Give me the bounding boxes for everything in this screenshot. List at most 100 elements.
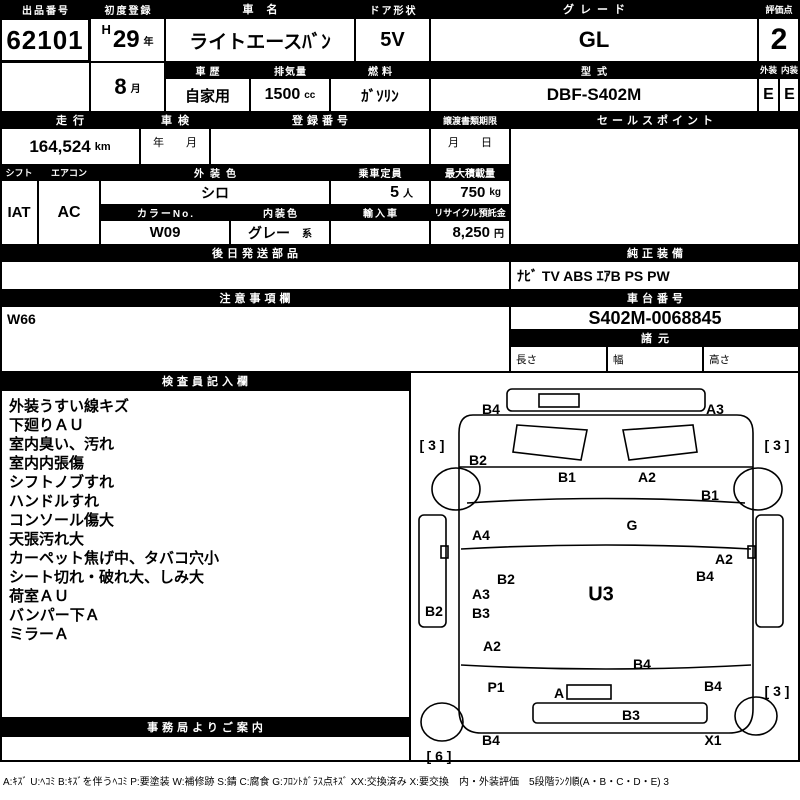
damage-code-label: B3 (472, 605, 490, 621)
inspector-note: カーペット焦げ中、タバコ穴小 (9, 550, 220, 567)
damage-code-label: B1 (701, 487, 719, 503)
caution-value: W66 (0, 306, 510, 372)
mileage-number: 164,524 (29, 136, 91, 156)
first-reg-year: H 29 年 (90, 18, 165, 62)
reg-no-value (210, 128, 430, 165)
recycle-deposit-number: 8,250 (452, 224, 490, 241)
later-parts-value (0, 261, 510, 290)
damage-code-label: A4 (472, 527, 490, 543)
sales-point-header: セールスポイント (510, 112, 800, 128)
exterior-score-value: E (758, 78, 779, 112)
history-header: 車歴 (165, 62, 250, 78)
dimension-height-cell: 高さ (703, 346, 800, 372)
damage-code-label: A3 (706, 401, 724, 417)
damage-code-label: [ 3 ] (764, 437, 790, 453)
chassis-no-header: 車台番号 (510, 290, 800, 306)
recycle-deposit-unit: 円 (494, 229, 504, 240)
color-no-header: カラーNo. (100, 205, 230, 220)
model-code-header: 型式 (430, 62, 758, 78)
car-diagram-svg (418, 388, 784, 742)
inspector-note: 室内臭い、汚れ (9, 436, 115, 453)
damage-code-label: A2 (483, 638, 501, 654)
transfer-deadline-header: 譲渡書類期限 (430, 112, 510, 128)
damage-code-label: A2 (638, 469, 656, 485)
later-parts-header: 後日発送部品 (0, 245, 510, 261)
first-reg-header: 初度登録 (90, 0, 165, 18)
capacity-value: 5 人 (330, 180, 430, 205)
interior-score-value: E (779, 78, 800, 112)
caution-header: 注意事項欄 (0, 290, 510, 306)
damage-code-label: B1 (558, 469, 576, 485)
month-unit: 月 (130, 83, 141, 95)
inspection-header: 車検 (140, 112, 210, 128)
exterior-score-header: 外装 (758, 62, 779, 78)
exterior-color-header: 外装色 (100, 165, 330, 180)
era-letter: H (101, 22, 111, 37)
office-info-blank (0, 736, 410, 762)
capacity-number: 5 (390, 183, 399, 201)
displacement-number: 1500 (264, 86, 301, 103)
displacement-header: 排気量 (250, 62, 330, 78)
auction-no-header: 出品番号 (0, 0, 90, 18)
max-load-header: 最大積載量 (430, 165, 510, 180)
recycle-deposit-value: 8,250 円 (430, 220, 510, 245)
damage-code-label: B4 (482, 401, 500, 417)
transfer-deadline-value: 月 日 (430, 128, 510, 165)
damage-code-label: A (553, 685, 565, 701)
reg-no-header: 登録番号 (210, 112, 430, 128)
damage-code-label: B2 (497, 571, 515, 587)
damage-code-label: B3 (622, 707, 640, 723)
damage-code-label: B4 (482, 732, 500, 748)
capacity-header: 乗車定員 (330, 165, 430, 180)
max-load-value: 750 kg (430, 180, 510, 205)
reg-month: 8 (114, 74, 127, 99)
history-value: 自家用 (165, 78, 250, 112)
max-load-unit: kg (489, 187, 501, 198)
dimension-width-cell: 幅 (607, 346, 703, 372)
inspector-note: ハンドルすれ (9, 493, 100, 510)
empty-cell (0, 62, 90, 112)
damage-code-label: B4 (704, 678, 722, 694)
auction-no-value: 62101 (0, 18, 90, 62)
interior-color-value: グレー 系 (230, 220, 330, 245)
year-unit: 年 (143, 36, 154, 48)
dimensions-header: 諸元 (510, 330, 800, 346)
office-info-header: 事務局よりご案内 (0, 718, 410, 736)
car-name-value: ライトエースﾊﾞﾝ (165, 18, 355, 62)
inspector-header: 検査員記入欄 (0, 372, 410, 390)
car-name-header: 車名 (165, 0, 355, 18)
score-header: 評価点 (758, 0, 800, 18)
door-shape-header: ドア形状 (355, 0, 430, 18)
damage-code-label: B4 (696, 568, 714, 584)
inspector-note: 室内内張傷 (9, 455, 85, 472)
inspector-note: ミラーＡ (9, 626, 70, 643)
color-no-value: W09 (100, 220, 230, 245)
chassis-no-value: S402M-0068845 (510, 306, 800, 330)
inspector-note: コンソール傷大 (9, 512, 115, 529)
grade-header: グレード (430, 0, 758, 18)
damage-code-label: U3 (588, 583, 614, 606)
damage-code-label: B2 (425, 603, 443, 619)
max-load-number: 750 (460, 184, 486, 201)
fuel-header: 燃料 (330, 62, 430, 78)
car-outline (418, 388, 784, 742)
damage-code-label: B2 (469, 452, 487, 468)
mileage-unit: km (94, 140, 111, 153)
aircon-header: エアコン (38, 165, 100, 180)
shift-header: シフト (0, 165, 38, 180)
legend-text: A:ｷｽﾞ U:ﾍｺﾐ B:ｷｽﾞを伴うﾍｺﾐ P:要塗装 W:補修跡 S:錆 … (3, 777, 669, 788)
damage-code-label: [ 3 ] (764, 683, 790, 699)
inspection-value: 年 月 (140, 128, 210, 165)
interior-color-header: 内装色 (230, 205, 330, 220)
damage-code-label: X1 (704, 732, 722, 748)
damage-code-label: A3 (472, 586, 490, 602)
interior-color-suffix: 系 (302, 229, 312, 240)
door-shape-value: 5V (355, 18, 430, 62)
dimension-length-cell: 長さ (510, 346, 607, 372)
displacement-value: 1500 cc (250, 78, 330, 112)
grade-value: GL (430, 18, 758, 62)
damage-code-label: G (626, 517, 638, 533)
damage-code-label: B4 (633, 656, 651, 672)
